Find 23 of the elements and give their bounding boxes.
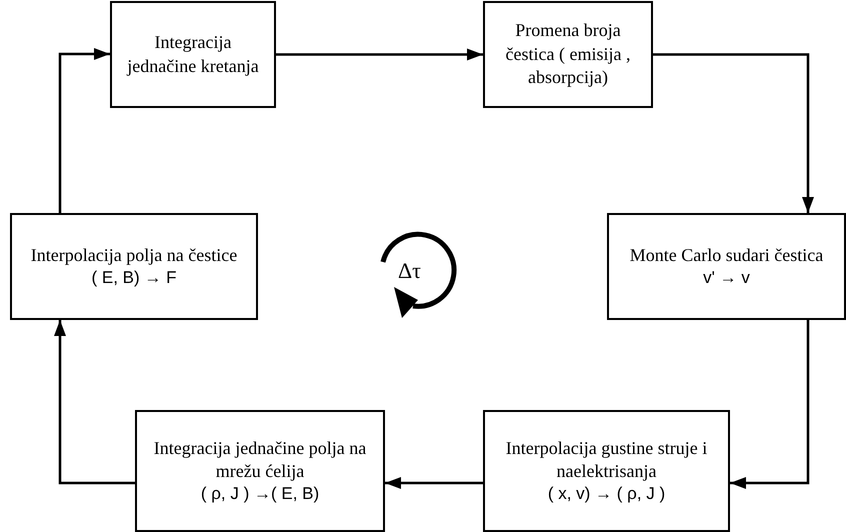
process-box: [483, 1, 653, 108]
process-box: [135, 410, 385, 532]
box-text: Promena broja čestica ( emisija , absorpcija): [504, 19, 632, 90]
process-box: [110, 1, 276, 108]
process-box: [607, 213, 846, 320]
process-box: [483, 410, 730, 532]
arrow: [385, 477, 483, 489]
box-text: Integracija jednačine kretanja: [126, 31, 260, 78]
box-text: Integracija jednačine polja na mrežu ćelija: [152, 436, 368, 483]
box-text: Interpolacija gustine struje i naelektrisanja: [504, 436, 708, 483]
formula-text: ( ρ, J ) →( E, B): [200, 483, 320, 506]
formula-text: ( x, v) → ( ρ, J ): [548, 483, 666, 506]
time-step-label: Δτ: [398, 258, 421, 284]
box-text: Monte Carlo sudari čestica: [630, 244, 824, 267]
formula-text: v' → v: [703, 267, 750, 290]
process-box: [10, 213, 258, 320]
arrow: [276, 48, 483, 60]
arrow: [58, 48, 110, 213]
box-text: Interpolacija polja na čestice: [30, 244, 238, 267]
arrow: [54, 320, 135, 484]
arrow: [730, 320, 810, 489]
formula-text: ( E, B) → F: [92, 267, 176, 290]
arrow: [653, 53, 814, 213]
